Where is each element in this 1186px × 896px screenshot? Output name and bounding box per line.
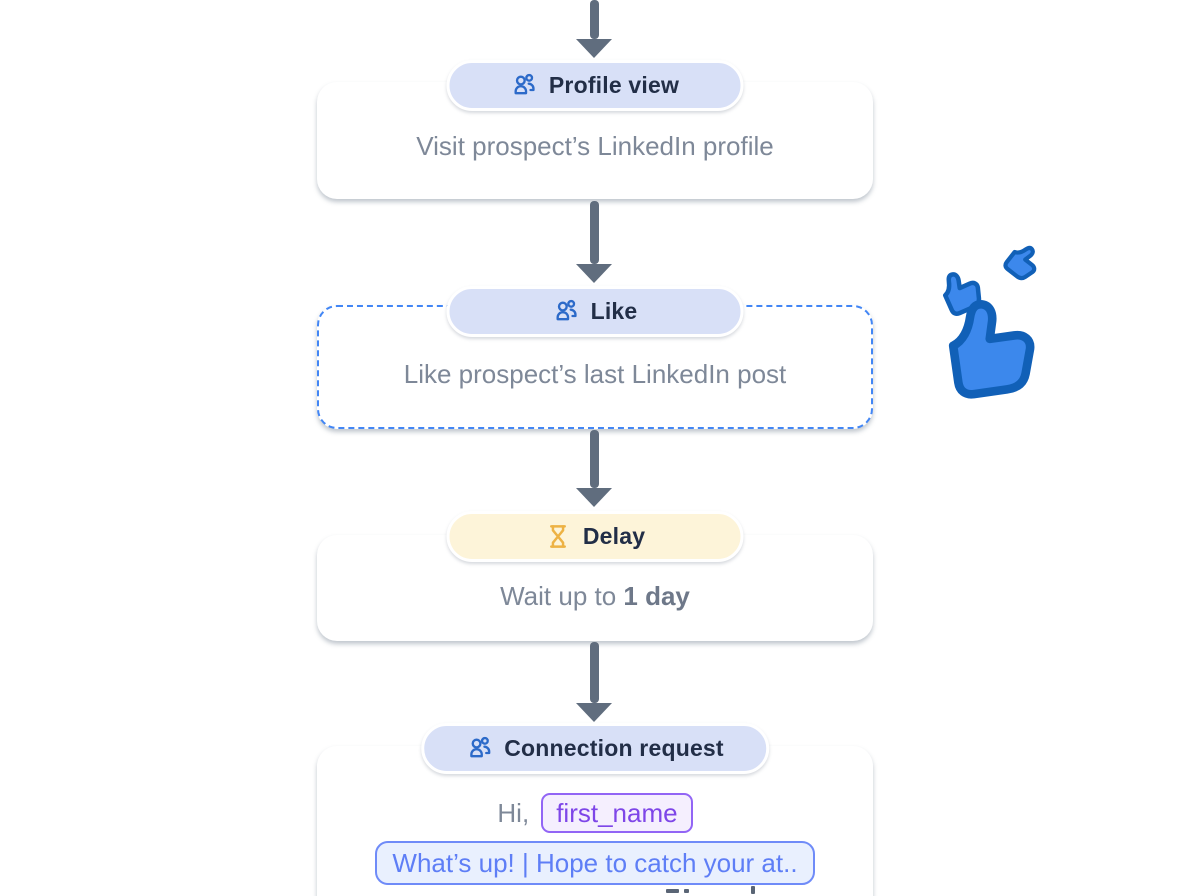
users-icon: [470, 736, 491, 758]
delay-text-prefix: Wait up to: [500, 580, 624, 611]
thumbs-up-icon: [1004, 245, 1044, 282]
node-badge-delay[interactable]: Delay: [446, 511, 744, 562]
arrowhead-icon: [576, 703, 612, 722]
variable-token-first-name[interactable]: first_name: [541, 793, 693, 833]
clipped-text-fragment: [751, 886, 755, 894]
node-badge-label: Connection request: [504, 735, 724, 761]
node-badge-profile-view[interactable]: Profile view: [446, 60, 744, 111]
hourglass-icon: [550, 525, 567, 548]
clipped-text-fragment: [684, 889, 689, 893]
workflow-node-connection-request[interactable]: Hi, first_name What’s up! | Hope to catc…: [317, 746, 873, 896]
node-badge-like[interactable]: Like: [446, 286, 744, 337]
node-badge-label: Profile view: [548, 72, 680, 98]
arrow-shaft: [590, 201, 599, 264]
clipped-text-fragment: [666, 889, 679, 893]
users-icon: [556, 299, 577, 321]
delay-duration: 1 day: [623, 580, 690, 611]
arrowhead-icon: [576, 488, 612, 507]
node-badge-label: Delay: [582, 523, 646, 549]
node-body-text: Like prospect’s last LinkedIn post: [403, 358, 787, 389]
greeting-text: Hi,: [497, 797, 530, 828]
message-template-token[interactable]: What’s up! | Hope to catch your at..: [375, 841, 815, 885]
arrow-shaft: [590, 642, 599, 703]
users-icon: [514, 73, 536, 95]
node-body-text: Visit prospect’s LinkedIn profile: [416, 131, 774, 162]
node-badge-connection-request[interactable]: Connection request: [421, 723, 769, 774]
arrowhead-icon: [576, 39, 612, 58]
node-badge-label: Like: [590, 298, 638, 324]
arrow-shaft: [590, 0, 599, 39]
arrow-shaft: [590, 430, 599, 488]
node-body-text: Wait up to 1 day: [500, 580, 690, 613]
thumbs-up-illustration: [925, 245, 1065, 405]
arrowhead-icon: [576, 264, 612, 283]
